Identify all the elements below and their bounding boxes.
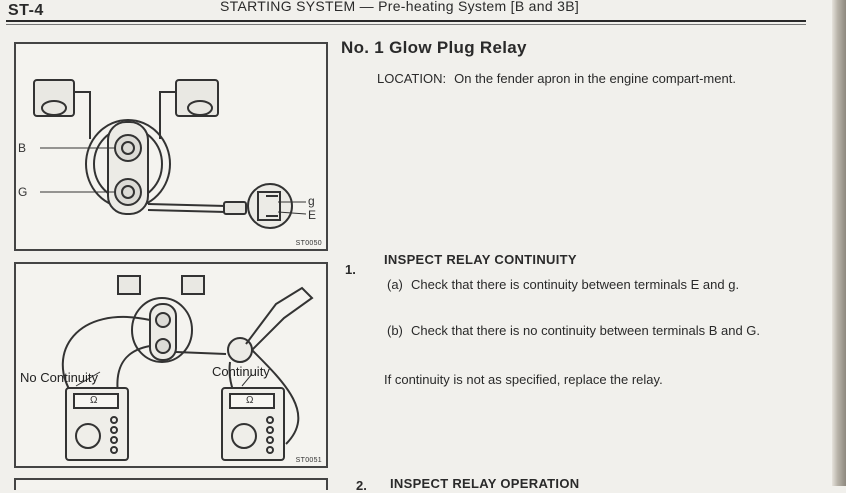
step-1b-text: Check that there is no continuity betwee… [411, 323, 761, 338]
step-1b: (b) Check that there is no continuity be… [387, 322, 827, 362]
step-1a-letter: (a) [387, 277, 403, 292]
continuity-label: Continuity [212, 364, 270, 379]
callout-e: E [308, 208, 317, 222]
location-text-block: LOCATION: On the fender apron in the engi… [377, 70, 807, 88]
location-label: LOCATION: [377, 71, 447, 86]
step-1a-text: Check that there is continuity between t… [411, 277, 740, 292]
step-1-note: If continuity is not as specified, repla… [384, 372, 663, 387]
step-1b-letter: (b) [387, 323, 403, 338]
callout-g-left: G [18, 185, 28, 199]
relay-illustration-figure: B G g E ST0050 [14, 42, 328, 251]
step-1a: (a) Check that there is continuity betwe… [387, 276, 827, 316]
continuity-test-figure: Ω Ω No Continuity Continuity ST0051 [14, 262, 328, 468]
header-rule-thin [6, 24, 806, 25]
next-figure-top-edge [14, 478, 328, 490]
figure1-code: ST0050 [295, 240, 322, 247]
section-title: No. 1 Glow Plug Relay [341, 38, 527, 57]
no-continuity-label: No Continuity [20, 370, 99, 385]
location-text: On the fender apron in the engine compar… [454, 71, 736, 86]
header-title: STARTING SYSTEM — Pre-heating System [B … [220, 0, 580, 14]
callout-g-right: g [308, 194, 315, 208]
page-id: ST-4 [8, 2, 44, 19]
step-2-title: INSPECT RELAY OPERATION [390, 476, 580, 491]
relay-illustration [33, 79, 307, 229]
continuity-test-illustration [61, 275, 314, 461]
left-meter-ohm-symbol: Ω [90, 395, 98, 406]
header-rule [6, 20, 806, 22]
step-1-title: INSPECT RELAY CONTINUITY [384, 252, 577, 267]
page-edge-shadow [832, 0, 846, 486]
step-1-number: 1. [345, 262, 356, 277]
figure2-code: ST0051 [295, 457, 322, 464]
right-meter-ohm-symbol: Ω [246, 395, 254, 406]
callout-b: B [18, 141, 27, 155]
